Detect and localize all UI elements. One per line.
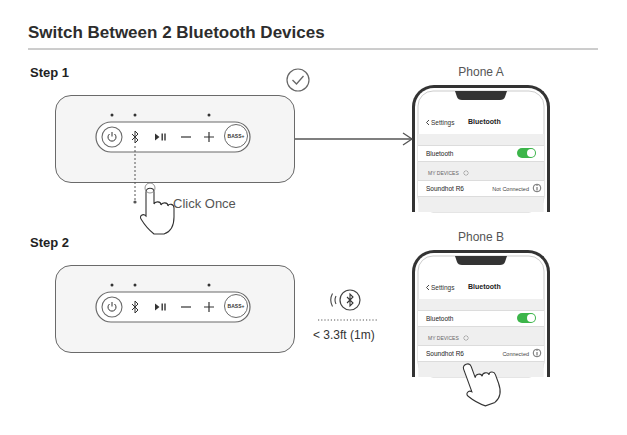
device-name: Soundhot R6 [426, 346, 464, 362]
button-panel [96, 122, 250, 152]
led-dot [134, 114, 137, 117]
phone-heading: Phone A [415, 65, 547, 79]
phone-screen [418, 91, 544, 212]
pointing-hand [140, 188, 174, 234]
device-row: Soundhot R6 Not Connected [418, 180, 544, 197]
toggle-switch [517, 313, 536, 323]
plus-button [204, 132, 214, 142]
info-dot [537, 185, 538, 186]
led-dot [111, 114, 114, 117]
step-heading: Step 1 [30, 65, 69, 80]
screen-title: Bluetooth [468, 118, 501, 125]
instruction-text: Click Once [173, 196, 236, 211]
play-icon [155, 134, 160, 141]
toggle-switch [517, 148, 536, 158]
bluetooth-button [132, 131, 138, 143]
speaker-box: Step 1BASS+ [55, 95, 295, 183]
phone-heading: Phone B [415, 230, 547, 244]
screen [418, 91, 544, 212]
distance-label: < 3.3ft (1m) [313, 328, 375, 342]
connection-status: Not Connected [492, 181, 529, 197]
speaker-box: Step 2BASS+ [55, 265, 295, 353]
loading-spinner [463, 170, 469, 176]
info-icon [533, 349, 541, 357]
info-dot [537, 350, 538, 351]
button-label: BASS+ [225, 125, 247, 147]
signal-waves [331, 294, 336, 307]
device-name: Soundhot R6 [426, 181, 464, 197]
tap-ring [145, 183, 155, 193]
section-header: MY DEVICES [428, 335, 459, 341]
info-icon [533, 184, 541, 192]
distance-line [318, 320, 378, 321]
pause-bar [164, 134, 165, 141]
speaker-art [55, 95, 295, 183]
row-text: Bluetooth [426, 146, 453, 162]
back-chevron [427, 285, 430, 290]
connection-status: Connected [502, 346, 529, 362]
phone-frame: Phone ABluetoothSoundhot R6Not Connected [412, 85, 550, 212]
step-heading: Step 2 [30, 235, 69, 250]
info-stem [537, 352, 538, 356]
phone-frame: Phone BBluetoothSoundhot R6Connected [412, 250, 550, 377]
screen-background [418, 134, 543, 212]
power-icon [108, 132, 116, 141]
device-row: Soundhot R6 Connected [418, 345, 544, 362]
nav-back-text: Settings [431, 119, 455, 126]
phone-a-icons [427, 120, 541, 192]
led-dot [208, 114, 211, 117]
settings-row: Bluetooth [418, 310, 544, 327]
minus-button [181, 136, 191, 137]
phone-notch [455, 91, 507, 100]
check-circle [287, 69, 309, 91]
speaker-body [55, 95, 295, 183]
phone-b-icons [427, 285, 541, 357]
settings-row: Bluetooth [418, 145, 544, 162]
bass-button: BASS+ [224, 294, 248, 318]
loading-spinner [463, 335, 469, 341]
nav-back-text: Settings [431, 284, 455, 291]
leader-dot [133, 200, 136, 203]
screen-title: Bluetooth [468, 283, 501, 290]
diagram-title: Switch Between 2 Bluetooth Devices [28, 23, 325, 43]
title-rule [28, 49, 598, 50]
bluetooth-rune [347, 294, 353, 306]
info-stem [537, 187, 538, 191]
pause-bar [162, 134, 163, 141]
button-label: BASS+ [225, 295, 247, 317]
bass-button: BASS+ [224, 124, 248, 148]
speaker-art [55, 265, 295, 353]
bluetooth-badge [340, 290, 360, 310]
toggle-knob [527, 314, 535, 322]
tapping-hand [457, 356, 504, 410]
toggle-knob [527, 149, 535, 157]
row-text: Bluetooth [426, 311, 453, 327]
section-header: MY DEVICES [428, 170, 459, 176]
leader-line [135, 146, 136, 201]
phone-screen [418, 256, 544, 377]
check-mark [293, 76, 304, 84]
flow-arrow [295, 138, 412, 139]
power-button [102, 127, 122, 147]
back-chevron [427, 120, 430, 125]
